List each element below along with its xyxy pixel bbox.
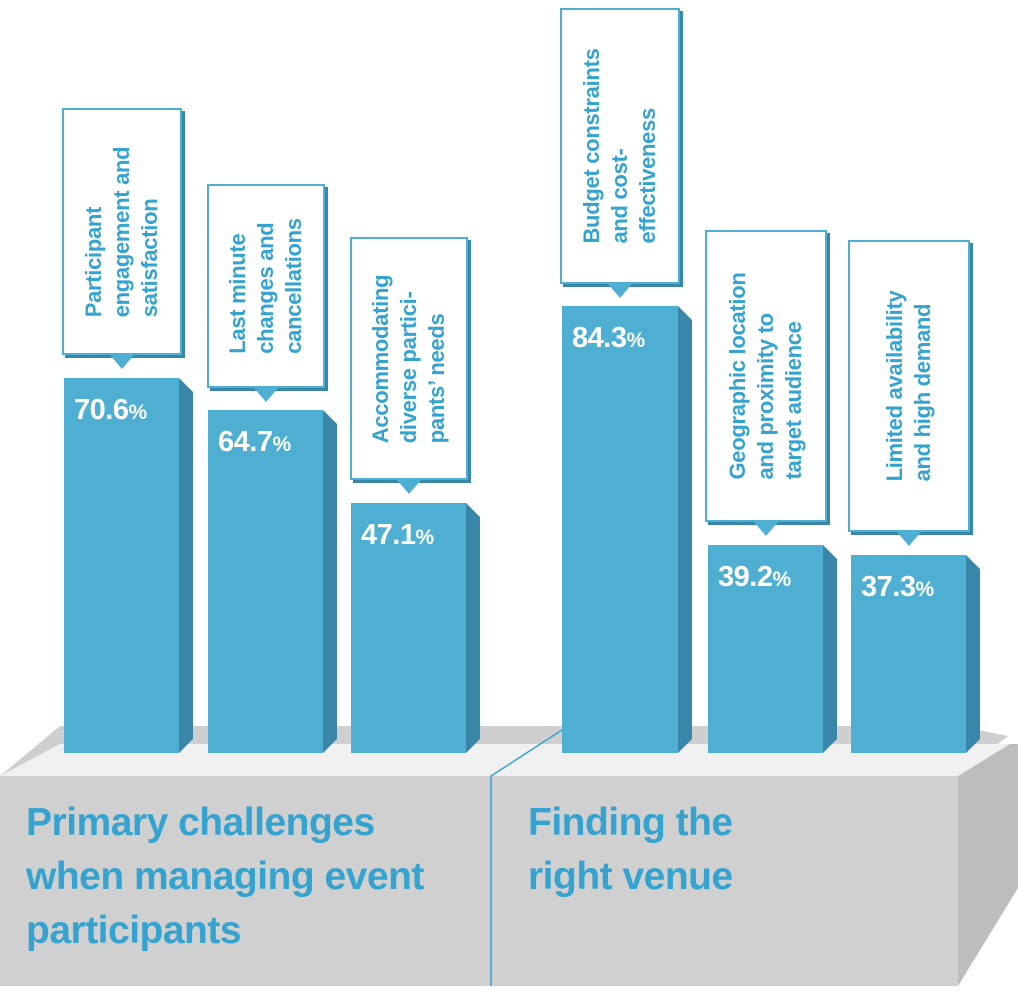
callout-pointer-icon bbox=[109, 355, 134, 369]
bar-value-number: 39.2 bbox=[718, 561, 773, 593]
bar-front-face: 70.6% bbox=[64, 378, 179, 753]
bar-value-percent: % bbox=[415, 526, 434, 549]
bar-value-percent: % bbox=[272, 433, 291, 456]
base-front-face bbox=[0, 776, 958, 986]
callout-line: and high demand bbox=[909, 303, 935, 482]
bar-value-label: 70.6% bbox=[74, 394, 147, 427]
bar-value-percent: % bbox=[915, 578, 934, 601]
callout-line: diverse partici- bbox=[395, 291, 421, 443]
group-label-participants: Primary challenges when managing event p… bbox=[26, 796, 424, 958]
callout-line: Limited availability bbox=[881, 290, 907, 482]
callout-line: effectiveness bbox=[635, 108, 660, 244]
group-label-venue: Finding the right venue bbox=[528, 796, 733, 904]
callout-line: Budget constraints bbox=[579, 48, 604, 244]
bar-value-percent: % bbox=[128, 401, 147, 424]
bar-side-face bbox=[179, 378, 193, 753]
callout-line: pants’ needs bbox=[423, 313, 449, 443]
bar-side-face bbox=[323, 410, 337, 753]
bar-front-face: 37.3% bbox=[851, 555, 966, 753]
group-label-line: Primary challenges bbox=[26, 801, 375, 844]
bar-value-label: 47.1% bbox=[361, 519, 434, 552]
callout-pointer-icon bbox=[753, 522, 778, 536]
bar-front-face: 84.3% bbox=[562, 306, 678, 753]
callout-line: Accommodating bbox=[367, 274, 393, 443]
callout-line: target audience bbox=[780, 321, 806, 480]
bar-value-number: 70.6 bbox=[74, 394, 129, 426]
callout-pointer-icon bbox=[608, 284, 632, 298]
bar-side-face bbox=[466, 503, 480, 753]
group-divider bbox=[490, 729, 563, 986]
bar-side-face bbox=[678, 306, 692, 753]
bar-side-face bbox=[823, 545, 837, 753]
callout-pointer-icon bbox=[896, 532, 921, 546]
callout-line: satisfaction bbox=[136, 198, 162, 317]
base-side-face bbox=[958, 744, 1018, 986]
bar-value-label: 39.2% bbox=[718, 561, 791, 594]
callout-line: engagement and bbox=[108, 146, 134, 317]
callout-line: Participant bbox=[80, 206, 106, 317]
bar-value-label: 84.3% bbox=[572, 322, 645, 355]
bar-value-percent: % bbox=[772, 568, 791, 591]
bar-side-face bbox=[966, 555, 980, 753]
bar-front-face: 64.7% bbox=[208, 410, 323, 753]
callout-pointer-icon bbox=[396, 480, 421, 494]
bar-front-face: 47.1% bbox=[351, 503, 466, 753]
bar-front-face: 39.2% bbox=[708, 545, 823, 753]
callout-line: cancellations bbox=[280, 218, 306, 354]
callout-line: and cost- bbox=[607, 148, 632, 244]
group-label-line: right venue bbox=[528, 855, 733, 898]
group-label-line: when managing event bbox=[26, 855, 424, 898]
bar-value-number: 47.1 bbox=[361, 519, 416, 551]
group-label-line: Finding the bbox=[528, 801, 733, 844]
bar-value-number: 84.3 bbox=[572, 322, 627, 354]
bar-value-label: 37.3% bbox=[861, 571, 934, 604]
bar-value-number: 37.3 bbox=[861, 571, 916, 603]
bar-value-number: 64.7 bbox=[218, 426, 273, 458]
callout-line: Last minute bbox=[224, 233, 250, 354]
callout-line: and proximity to bbox=[752, 313, 778, 480]
group-label-line: participants bbox=[26, 909, 242, 952]
bar-value-percent: % bbox=[626, 329, 645, 352]
callout-pointer-icon bbox=[253, 388, 278, 402]
bar-value-label: 64.7% bbox=[218, 426, 291, 459]
callout-line: changes and bbox=[252, 222, 278, 354]
callout-line: Geographic location bbox=[724, 272, 750, 480]
